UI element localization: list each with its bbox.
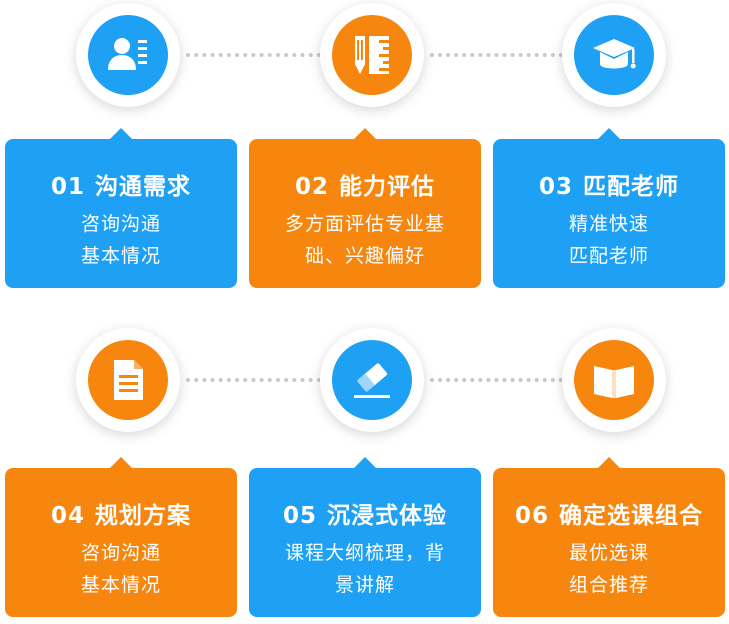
connector-dots-5-6 [430,378,563,382]
step-1-desc-line-2: 基本情况 [80,245,161,267]
step-1-icon-circle [76,3,180,107]
step-2-icon-circle [320,3,424,107]
step-4-icon-circle [76,328,180,432]
step-6-desc-line-1: 最优选课 [568,542,649,564]
step-3-desc-line-2: 匹配老师 [568,245,649,267]
step-5-desc-line-2: 景讲解 [334,574,395,596]
step-3-desc-line-1: 精准快速 [568,213,649,235]
step-3-number: 03 [538,174,573,200]
graduation-cap-icon [593,39,636,69]
step-5-number: 05 [282,503,317,529]
step-2-desc-line-2: 础、兴趣偏好 [304,245,425,267]
step-1-number: 01 [50,174,85,200]
step-1-desc-line-1: 咨询沟通 [80,213,161,235]
pencil-ruler-icon [355,36,389,74]
connector-dots-4-5 [186,378,321,382]
document-icon [114,360,143,400]
step-6-number: 06 [514,503,549,529]
step-2-desc-line-1: 多方面评估专业基 [284,213,445,235]
step-6-desc-line-2: 组合推荐 [568,574,649,596]
step-2-number: 02 [294,174,329,200]
connector-dots-2-3 [430,53,563,57]
step-4-desc-line-1: 咨询沟通 [80,542,161,564]
open-book-icon [594,366,634,398]
step-3-icon-circle [562,3,666,107]
step-5-desc-line-1: 课程大纲梳理，背 [284,542,445,564]
step-4-desc-line-2: 基本情况 [80,574,161,596]
eraser-icon [354,363,390,398]
connector-dots-1-2 [186,53,321,57]
step-6-icon-circle [562,328,666,432]
user-profile-icon [108,38,147,70]
step-5-icon-circle [320,328,424,432]
step-4-number: 04 [50,503,85,529]
